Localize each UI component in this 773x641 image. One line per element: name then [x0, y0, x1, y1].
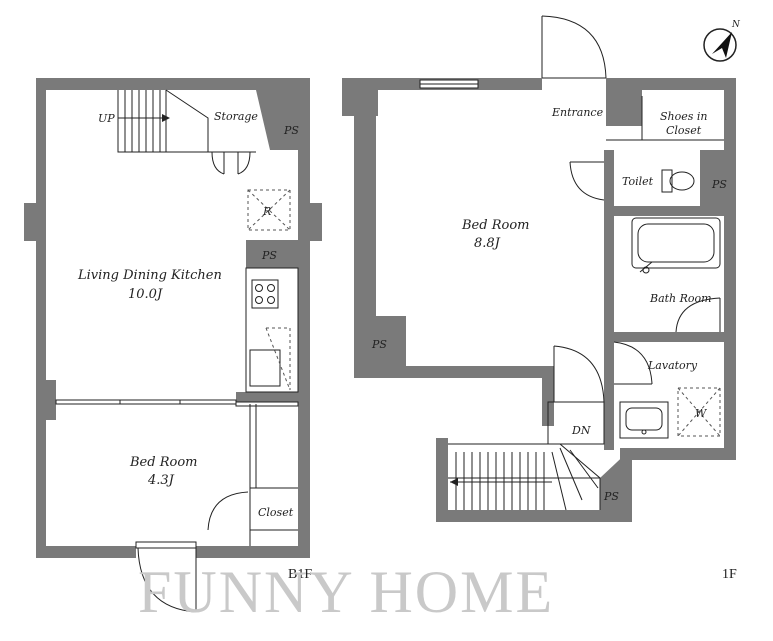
b1f-stove [251, 279, 279, 309]
b1f-ldk-name: Living Dining Kitchen [77, 268, 222, 283]
b1f-wall-bottom-left [36, 546, 136, 558]
1f-entrance-label: Entrance [551, 106, 604, 119]
1f-wall-toilet-ps [700, 150, 724, 206]
1f-wall-stair-left2 [436, 438, 448, 520]
1f-wall-bottom-bed [354, 366, 554, 378]
b1f-closet-label: Closet [258, 506, 294, 519]
compass-north-label: N [731, 20, 741, 30]
b1f-closet [249, 404, 298, 546]
b1f-bedroom-door [207, 491, 249, 531]
b1f-window-right [308, 203, 322, 241]
b1f-kitchen-counter [245, 267, 299, 393]
1f-stair-door [553, 345, 605, 403]
b1f-storage-diagonal-wall [256, 90, 298, 150]
b1f-bottom-door [135, 541, 197, 613]
b1f-stairs-label: UP [98, 112, 115, 125]
1f-stairs-label: DN [571, 424, 591, 437]
1f-bathtub [631, 217, 721, 333]
b1f-sink [249, 349, 281, 387]
1f-shoes-closet-line1: Shoes in [660, 110, 708, 123]
b1f-floor-label: B1F [288, 567, 312, 582]
b1f-fridge [247, 189, 291, 231]
b1f-wall-top [36, 78, 310, 90]
b1f-storage-doors [208, 151, 256, 175]
1f-wall-inner [604, 150, 614, 450]
1f-washbasin [619, 401, 669, 439]
1f-bathroom-label: Bath Room [649, 292, 712, 305]
1f-floor-label: 1F [722, 567, 737, 582]
b1f-ps-shaft [246, 240, 298, 268]
1f-washer [677, 387, 721, 437]
1f-stairs [448, 401, 605, 511]
b1f-bedroom-size: 4.3J [147, 473, 175, 488]
b1f-bedroom-name: Bed Room [129, 455, 197, 470]
compass: N [703, 20, 741, 62]
1f-plan: Entrance Shoes in Closet Toilet PS Bed R… [342, 15, 737, 582]
b1f-wall-right [298, 78, 310, 558]
1f-ps-label-1: PS [711, 178, 727, 191]
b1f-storage-label: Storage [214, 110, 258, 123]
1f-entrance-door [541, 15, 607, 79]
1f-shoes-closet-line2: Closet [666, 124, 702, 137]
1f-toilet-label: Toilet [622, 175, 654, 188]
b1f-sliding-partition [55, 399, 299, 407]
b1f-kitchen-wall [236, 392, 298, 402]
1f-lavatory-label: Lavatory [647, 359, 698, 372]
watermark: FUNNY HOME [138, 559, 554, 625]
b1f-plan: UP Storage PS R PS [24, 78, 322, 613]
1f-lavatory [613, 341, 669, 439]
1f-bedroom-size: 8.8J [474, 236, 501, 251]
b1f-ldk-size: 10.0J [128, 287, 163, 302]
1f-wall-bath-lav [604, 332, 724, 342]
1f-washer-label: W [695, 407, 708, 420]
b1f-wall-bottom-right [196, 546, 310, 558]
1f-wall-toilet-bath [604, 206, 724, 216]
b1f-window-left [24, 203, 38, 241]
1f-toilet [569, 161, 695, 201]
1f-stair-ps [600, 448, 632, 510]
1f-ps-label-2: PS [371, 338, 387, 351]
1f-wall-left [354, 90, 376, 378]
b1f-ps-label-1: PS [283, 124, 299, 137]
1f-ps-label-3: PS [603, 490, 619, 503]
1f-bedroom-name: Bed Room [461, 218, 529, 233]
1f-wall-right [724, 78, 736, 448]
b1f-wall-stub [44, 380, 56, 420]
1f-wall-entrance-right [606, 78, 642, 126]
1f-wall-bottom [436, 510, 632, 522]
b1f-fridge-label: R [262, 205, 271, 218]
1f-wall-lav-bottom [620, 448, 736, 460]
compass-north-arrow-icon [712, 32, 732, 58]
1f-window-top [419, 79, 479, 89]
b1f-wall-left [36, 78, 46, 558]
b1f-stairs [117, 89, 209, 153]
1f-wall-stair-left [542, 366, 554, 426]
b1f-ps-label-2: PS [261, 249, 277, 262]
